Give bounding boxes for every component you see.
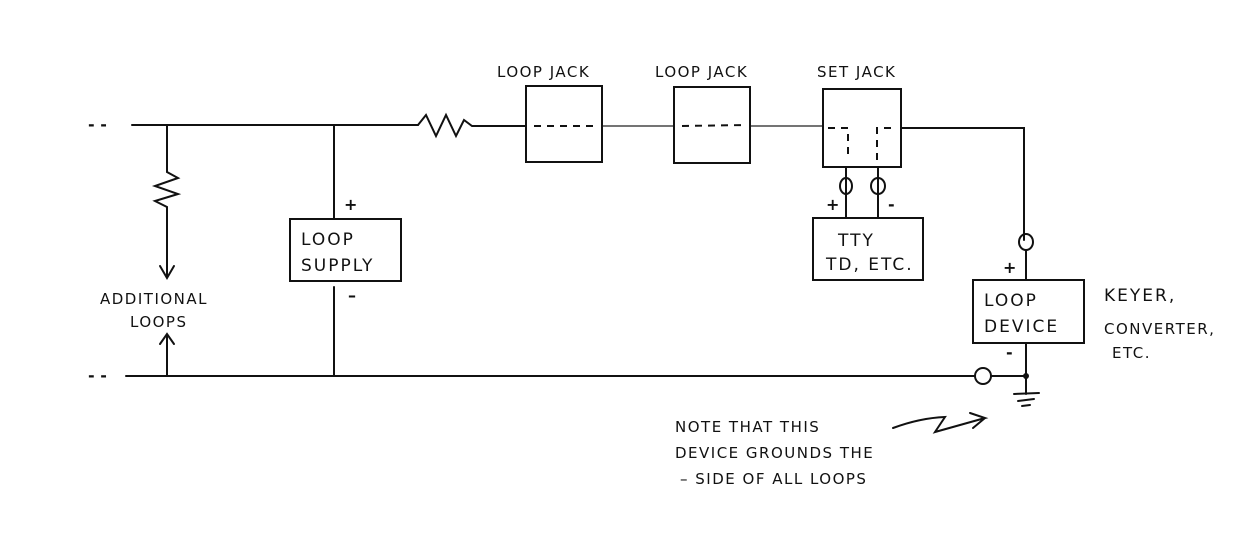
top-rail-to-device <box>901 127 1025 241</box>
loop-jack-1-box <box>525 85 603 163</box>
loop-supply-label-2: SUPPLY <box>301 256 374 276</box>
device-plus-sign: + <box>1003 258 1016 277</box>
tty-label-2: TD, ETC. <box>825 255 914 275</box>
loop-device-box <box>972 279 1085 344</box>
additional-loops-resistor <box>151 124 182 277</box>
loop-supply-label: LOOP <box>301 230 355 250</box>
tty-box <box>812 217 924 281</box>
ground-icon <box>1013 392 1040 407</box>
loop-supply-box <box>289 218 402 282</box>
arrow-down-icon <box>159 265 175 280</box>
plug-contact-icon <box>974 367 992 385</box>
device-examples-label-3: ETC. <box>1112 344 1151 362</box>
squiggle-arrow-icon <box>892 412 989 434</box>
loop-device-label: LOOP <box>984 291 1038 311</box>
supply-plus-sign: + <box>344 195 357 214</box>
loop-jack-1-label: LOOP JACK <box>497 63 590 81</box>
note-text: NOTE THAT THIS <box>675 418 820 436</box>
note-text-3: – SIDE OF ALL LOOPS <box>680 470 867 488</box>
bottom-line-continuation: - - <box>88 366 107 385</box>
loop-jack-2-label: LOOP JACK <box>655 63 748 81</box>
supply-minus-sign: – <box>348 286 356 305</box>
set-jack-contact-left <box>828 127 849 160</box>
plug-contact-icon <box>839 177 853 195</box>
loop-device-label-2: DEVICE <box>984 317 1059 337</box>
top-line-continuation: - - <box>88 115 107 134</box>
tty-plus-sign: + <box>826 195 839 214</box>
plug-contact-icon <box>1018 233 1034 251</box>
note-text-2: DEVICE GROUNDS THE <box>675 444 874 462</box>
additional-loops-label: ADDITIONAL <box>100 290 208 308</box>
device-examples-label-2: CONVERTER, <box>1104 320 1215 338</box>
arrow-up-icon <box>159 332 175 345</box>
junction-dot <box>1023 373 1029 379</box>
tty-minus-sign: - <box>888 195 895 214</box>
device-minus-sign: - <box>1006 343 1013 362</box>
tty-label: TTY <box>837 231 875 251</box>
device-examples-label: KEYER, <box>1104 286 1176 306</box>
additional-loops-label-2: LOOPS <box>130 313 188 331</box>
set-jack-label: SET JACK <box>817 63 896 81</box>
set-jack-contact-right <box>876 127 896 160</box>
plug-contact-icon <box>870 177 886 195</box>
series-resistor <box>417 112 527 139</box>
loop-jack-2-contacts <box>681 124 747 127</box>
